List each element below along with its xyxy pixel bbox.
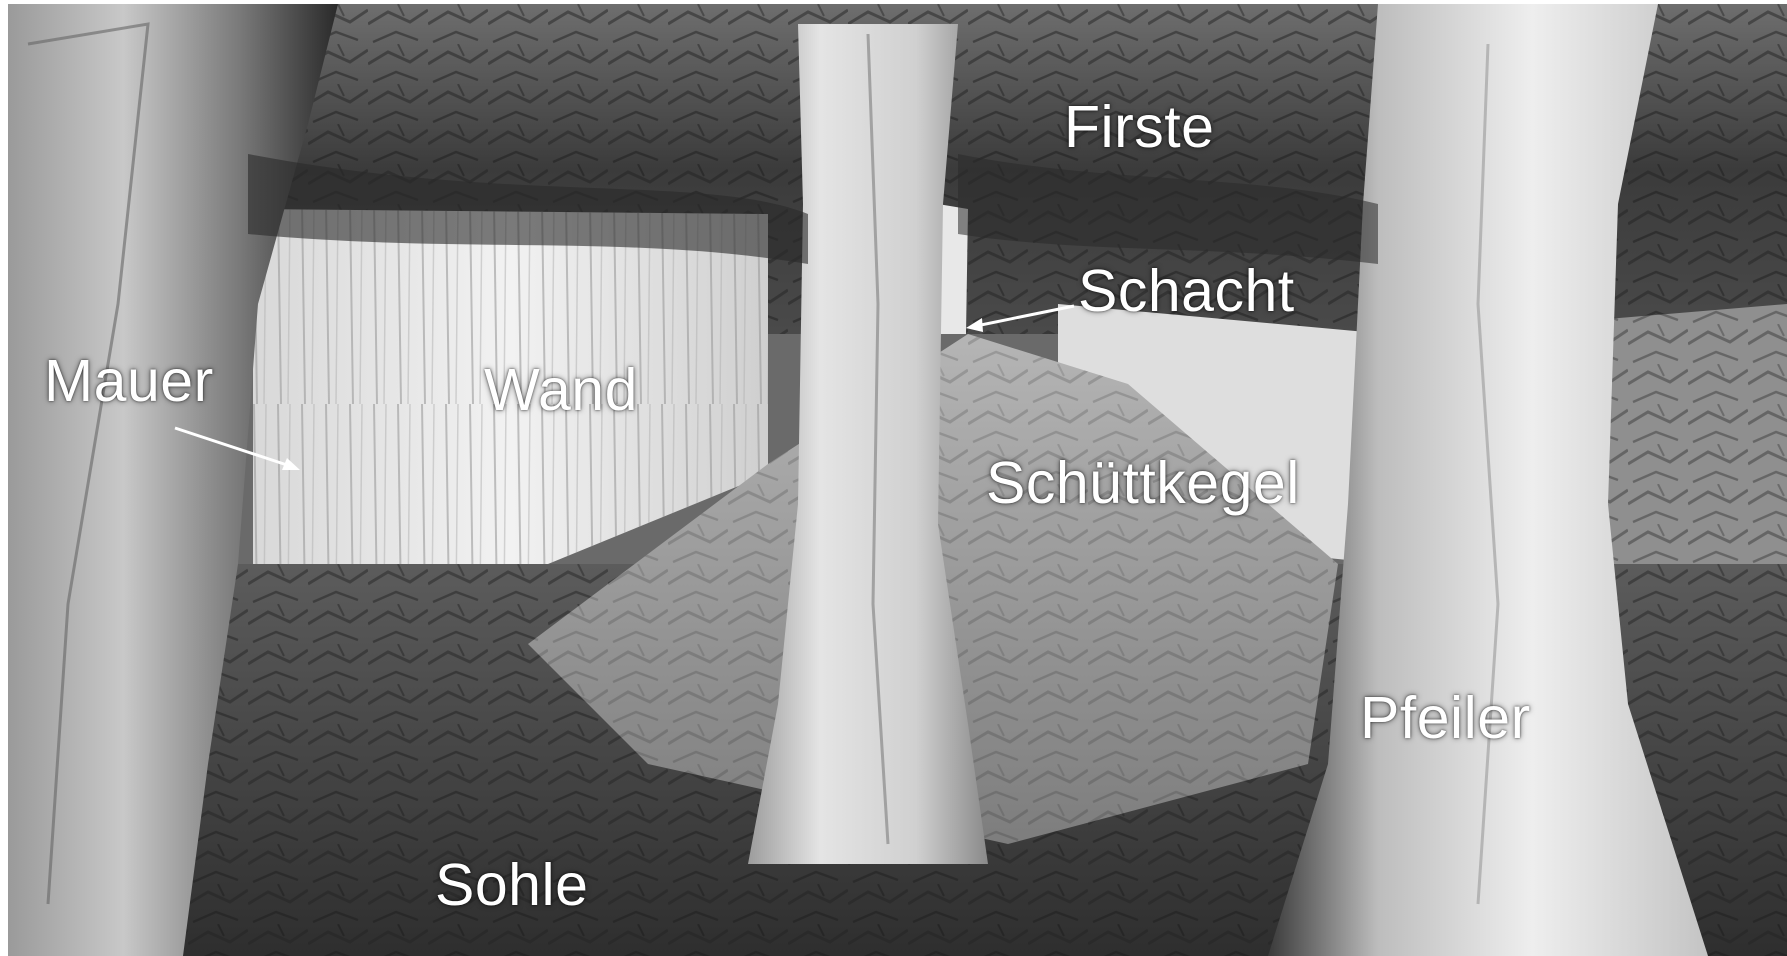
label-schacht: Schacht — [1078, 262, 1295, 321]
label-sohle: Sohle — [435, 856, 588, 915]
label-mauer: Mauer — [44, 352, 214, 411]
label-schuettkegel: Schüttkegel — [986, 454, 1300, 513]
label-pfeiler: Pfeiler — [1360, 689, 1531, 748]
cave-illustration — [8, 4, 1787, 956]
mine-cave-render: Firste Schacht Mauer Wand Schüttkegel Pf… — [8, 4, 1787, 956]
label-firste: Firste — [1064, 98, 1215, 157]
label-wand: Wand — [484, 361, 638, 420]
